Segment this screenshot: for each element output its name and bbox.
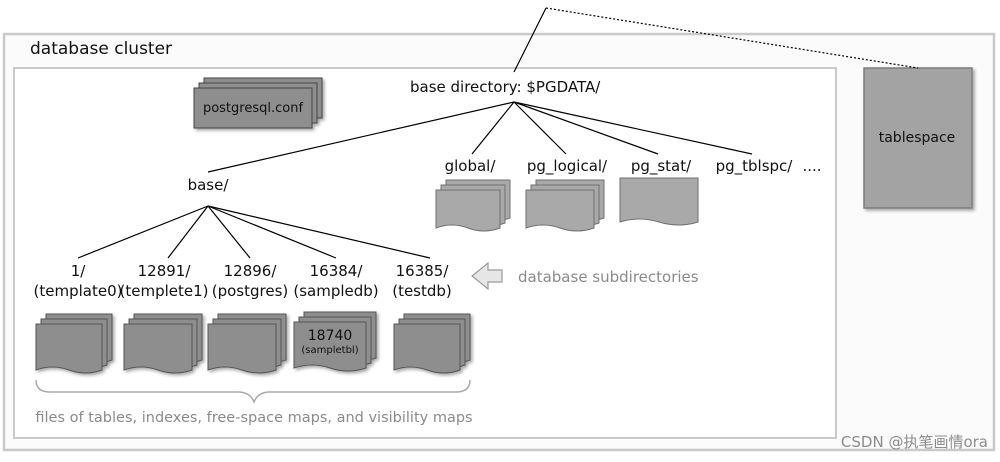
files-caption: files of tables, indexes, free-space map… [35,410,472,426]
base-directory-frame [13,67,837,439]
tablespace-link-dotted [545,7,919,69]
tablespace-box [863,67,973,209]
db-oid-templete1: 12891/ [138,262,192,280]
pg-logical-files-icon [525,179,605,232]
global-files-icon [435,179,511,232]
db-oid-testdb: 16385/ [396,262,450,280]
subdir-global: global/ [445,157,497,175]
db-name-templete1: (templete1) [120,282,209,300]
subdir-pg-logical: pg_logical/ [527,157,608,176]
cluster-title: database cluster [30,39,172,59]
sampletbl-file-oid: 18740 [308,328,353,344]
postgres-files-icon [207,313,287,374]
tablespace-link-solid [513,7,547,73]
sampledb-files-icon [293,311,377,372]
db-oid-template0: 1/ [71,262,87,280]
subdir-pg-tblspc: pg_tblspc/ [716,157,794,176]
db-name-sampledb: (sampledb) [293,282,378,300]
base-tree [77,205,431,259]
config-file-label: postgresql.conf [203,101,303,116]
base-dir-label: base/ [188,176,230,194]
subdir-more: .... [802,157,821,175]
left-arrow-icon [471,261,503,291]
db-name-testdb: (testdb) [392,282,452,300]
sampletbl-file-name: (sampletbl) [301,345,358,356]
db-name-postgres: (postgres) [212,282,289,300]
files-brace [35,379,471,405]
subdir-pg-stat: pg_stat/ [631,157,692,176]
config-file-icon [193,77,323,129]
database-subdirectories-label: database subdirectories [518,268,699,286]
tablespace-label: tablespace [879,130,956,146]
testdb-files-icon [393,313,471,374]
db-oid-postgres: 12896/ [224,262,278,280]
templete1-files-icon [123,313,203,374]
template0-files-icon [35,313,113,374]
watermark: CSDN @执笔画情ora [840,433,988,451]
base-directory-label: base directory: $PGDATA/ [410,78,601,96]
pg-stat-files-icon [619,177,699,226]
base-directory-tree [207,101,753,173]
db-name-template0: (template0) [34,282,123,300]
db-oid-sampledb: 16384/ [310,262,364,280]
